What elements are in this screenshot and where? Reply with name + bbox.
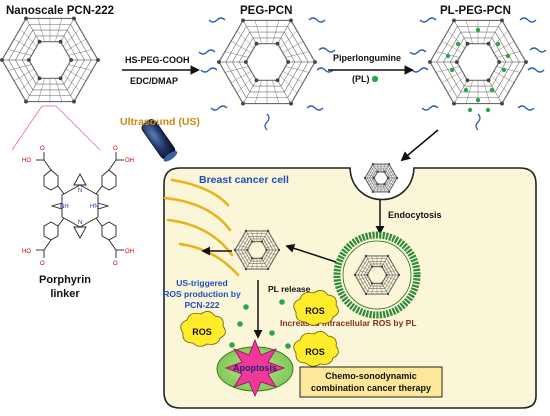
porph-atom-ho: HO [22,158,31,164]
mof-framework-icon [353,254,401,296]
peg-pcn-title: PEG-PCN [240,5,292,17]
us-triggered-line2: ROS production by [163,289,241,299]
reagent-hs-peg-cooh: HS-PEG-COOH [125,55,190,65]
us-triggered-line3: PCN-222 [185,300,220,310]
mof-framework-icon [233,229,281,271]
porphyrin-label-line1: Porphyrin [39,274,91,286]
pl-peg-pcn-title: PL-PEG-PCN [440,5,511,17]
porph-atom-o: O [113,146,118,152]
ros-cloud-icon [293,331,339,367]
endocytosis-label: Endocytosis [388,210,442,220]
mof-framework-icon [428,18,528,106]
reagent-pl-abbrev: (PL) [352,74,370,84]
therapy-line2: combination cancer therapy [311,383,431,393]
increased-ros-label: Increased intracellular ROS by PL [280,318,417,328]
porph-atom-o: O [40,261,45,267]
porph-atom-o: O [40,146,45,152]
ros-label: ROS [305,347,325,357]
delivery-arrow [400,129,439,162]
porphyrin-label-line2: linker [50,288,80,300]
zoom-line [11,105,43,151]
release-arrow [285,243,337,263]
porph-atom-o: O [113,261,118,267]
mof-framework-icon [363,162,399,194]
porphyrin-structure-icon [36,152,124,258]
pl-molecule-icon [445,27,511,113]
therapy-box [299,366,443,398]
porph-atom-oh: OH [125,158,134,164]
porph-atom-hn: HN [90,204,99,210]
apoptosis-label: Apoptosis [233,363,277,373]
zoom-line [55,105,101,151]
sound-wave-icon [163,178,240,277]
mof-framework-icon [217,18,317,106]
reagent-edc-dmap: EDC/DMAP [130,76,178,86]
ros-label: ROS [305,306,325,316]
porph-atom-ho: HO [22,249,31,255]
peg-chain-icon [198,17,336,131]
porph-atom-n: N [78,188,82,194]
apoptosis-burst-icon [216,338,294,398]
peg-chain-icon [409,17,547,131]
ros-cloud-icon [293,290,339,326]
us-triggered-line1: US-triggered [176,278,227,288]
ros-cloud-icon [180,311,226,347]
pl-release-label: PL release [268,284,311,294]
pl-molecule-icon [371,75,379,83]
mof-framework-icon [0,16,100,104]
reagent-piperlongumine: Piperlongumine [333,53,401,63]
porph-atom-n: N [78,220,82,226]
pl-molecule-icon [229,299,291,349]
endosome-icon [333,231,421,319]
ros-label: ROS [192,327,212,337]
ultrasound-label: Ultrasound (US) [120,116,200,128]
therapy-line1: Chemo-sonodynamic [325,371,417,381]
ultrasound-probe-icon [141,119,178,162]
porph-atom-nh: NH [60,204,69,210]
porph-atom-oh: OH [125,249,134,255]
nano-pcn-title: Nanoscale PCN-222 [6,5,114,17]
cell-label: Breast cancer cell [199,174,289,186]
